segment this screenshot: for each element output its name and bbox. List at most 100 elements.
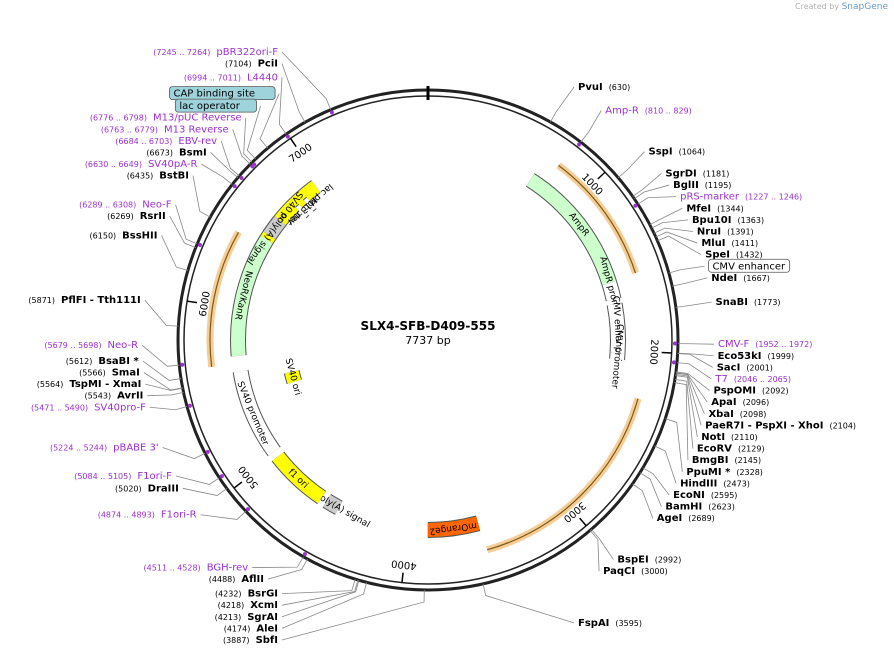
feature-sv40-promoter[interactable] [233,369,280,456]
primer-site-label[interactable]: (6684 .. 6703)EBV-rev [115,136,217,147]
site-leader-line [654,445,677,484]
enzyme-site-label[interactable]: AgeI(2689) [657,513,715,524]
enzyme-site-label[interactable]: MluI(1411) [701,238,758,249]
primer-binding-mark [250,164,255,169]
enzyme-site-label[interactable]: SacI(2001) [717,362,773,373]
primer-site-label[interactable]: (5224 .. 5244)pBABE 3' [50,442,159,453]
feature-cmv-promoter[interactable] [610,352,625,361]
enzyme-site-label[interactable]: XbaI(2098) [708,409,766,420]
enzyme-site-label[interactable]: PvuI(630) [578,82,630,93]
enzyme-site-label[interactable]: (4213)SgrAI [215,612,278,623]
enzyme-site-label[interactable]: (4488)AflII [209,574,264,585]
enzyme-site-label[interactable]: (6269)RsrII [107,211,166,222]
primer-site-label[interactable]: (6630 .. 6649)SV40pA-R [85,159,198,170]
enzyme-site-label[interactable]: (4174)AleI [224,623,278,634]
primer-site-label[interactable]: (7245 .. 7264)pBR322ori-F [153,47,278,58]
primer-binding-mark [205,449,210,454]
enzyme-site-label[interactable]: NruI(1391) [697,226,754,237]
primer-site-label[interactable]: pRS-marker(1227 .. 1246) [680,192,802,203]
feature-cmv-enhancer[interactable] [607,302,625,354]
tick-mark [661,351,672,354]
site-leader-line [677,352,714,357]
enzyme-site-label[interactable]: SnaBI(1773) [716,297,781,308]
site-leader-line [668,265,705,274]
feature-ampr-promoter[interactable] [602,281,621,302]
enzyme-site-label[interactable]: (5543)AvrII [85,391,144,402]
enzyme-site-label[interactable]: (6150)BssHII [90,230,158,241]
site-leader-line [252,556,304,568]
enzyme-site-label[interactable]: NdeI(1667) [711,273,770,284]
tick-label: 2000 [647,339,659,365]
primer-site-label[interactable]: (6763 .. 6779)M13 Reverse [101,124,229,135]
enzyme-site-label[interactable]: Eco53kI(1999) [718,351,795,362]
site-leader-line [281,582,367,629]
primer-site-label[interactable]: (5084 .. 5105)F1ori-F [74,471,172,482]
feature-f1-ori[interactable] [272,452,326,504]
primer-site-label[interactable]: (5471 .. 5490)SV40pro-F [31,402,146,413]
enzyme-site-label[interactable]: ApaI(2096) [711,397,769,408]
site-leader-line [220,140,240,177]
feature-sv40-polya[interactable] [263,216,286,240]
primer-site-label[interactable]: (6776 .. 6798)M13/pUC Reverse [90,113,242,124]
feature-box [174,98,257,113]
enzyme-site-label[interactable]: (5612)BsaBI * [66,356,140,367]
enzyme-site-label[interactable]: (5871)PflFI - Tth111I [28,295,140,306]
enzyme-site-label[interactable]: FspAI(3595) [578,618,642,629]
enzyme-site-label[interactable]: HindIII(2473) [680,478,750,489]
enzyme-site-label[interactable]: (7104)PciI [225,59,278,70]
enzyme-site-label[interactable]: BamHI(2623) [665,502,735,513]
enzyme-site-label[interactable]: (5564)TspMI - XmaI [37,379,142,390]
enzyme-site-label[interactable]: EcoNI(2595) [673,490,737,501]
enzyme-site-label[interactable]: SpeI(1432) [705,250,762,261]
center-label-group: SLX4-SFB-D409-555 7737 bp [361,319,496,347]
enzyme-site-label[interactable]: EcoRV(2129) [697,444,765,455]
enzyme-site-label[interactable]: (5566)SmaI [79,367,140,378]
primer-site-label[interactable]: T7(2046 .. 2065) [714,374,791,385]
enzyme-site-label[interactable]: PaqCI(3000) [603,566,668,577]
site-leader-line [200,510,247,520]
primer-site-label[interactable]: (5679 .. 5698)Neo-R [44,340,138,351]
feature-bgh-polya[interactable] [323,494,343,514]
enzyme-site-label[interactable]: (4232)BsrGI [215,589,278,600]
site-leader-line [169,215,196,248]
enzyme-site-label[interactable]: BmgBI(2145) [692,455,761,466]
feature-m13-rev[interactable] [295,204,309,218]
site-leader-line [649,207,683,226]
enzyme-site-label[interactable]: (3887)SbfI [223,635,278,646]
enzyme-site-label[interactable]: PpuMI *(2328) [686,467,763,478]
enzyme-site-label[interactable]: MfeI(1344) [686,203,743,214]
primer-site-label[interactable]: Amp-R(810 .. 829) [605,106,691,117]
site-leader-line [175,204,198,245]
enzyme-site-label[interactable]: PspOMI(2092) [714,386,789,397]
enzyme-site-label[interactable]: SgrDI(1181) [665,168,729,179]
site-leader-line [141,344,180,367]
site-leader-line [665,418,683,472]
site-leader-line [147,391,184,397]
primer-site-label[interactable]: CMV-F(1952 .. 1972) [718,339,812,350]
enzyme-site-label[interactable]: (6435)BstBI [127,171,189,182]
orf-arc-line [558,164,637,274]
enzyme-site-label[interactable]: SspI(1064) [649,147,706,158]
enzyme-site-label[interactable]: BglII(1195) [673,180,731,191]
primer-site-label[interactable]: (4874 .. 4893)F1ori-R [98,510,197,521]
feature-lac-promoter[interactable] [303,197,317,211]
orf-arc-line [487,398,639,551]
enzyme-site-label[interactable]: NotI(2110) [701,432,757,443]
enzyme-site-label[interactable]: Bpu10I(1363) [692,215,764,226]
enzyme-site-label[interactable]: (4218)XcmI [218,600,278,611]
site-leader-line [676,362,712,380]
enzyme-site-label[interactable]: BspEI(2992) [617,555,681,566]
enzyme-site-label[interactable]: (5020)DraIII [115,483,179,494]
enzyme-site-label[interactable]: PaeR7I - PspXI - XhoI(2104) [705,420,856,431]
feature-sv40-ori[interactable] [284,370,302,384]
feature-neor-kanr[interactable] [231,235,273,357]
enzyme-site-label[interactable]: (6673)BsmI [146,148,206,159]
feature-ampr[interactable] [526,173,616,286]
primer-site-label[interactable]: (6289 .. 6308)Neo-F [79,200,172,211]
primer-site-label[interactable]: (6994 .. 7011)L4440 [184,72,278,83]
feature-morange2[interactable] [427,516,480,538]
site-leader-line [550,86,575,123]
primer-site-label[interactable]: (4511 .. 4528)BGH-rev [144,563,249,574]
site-leader-line [657,235,702,256]
